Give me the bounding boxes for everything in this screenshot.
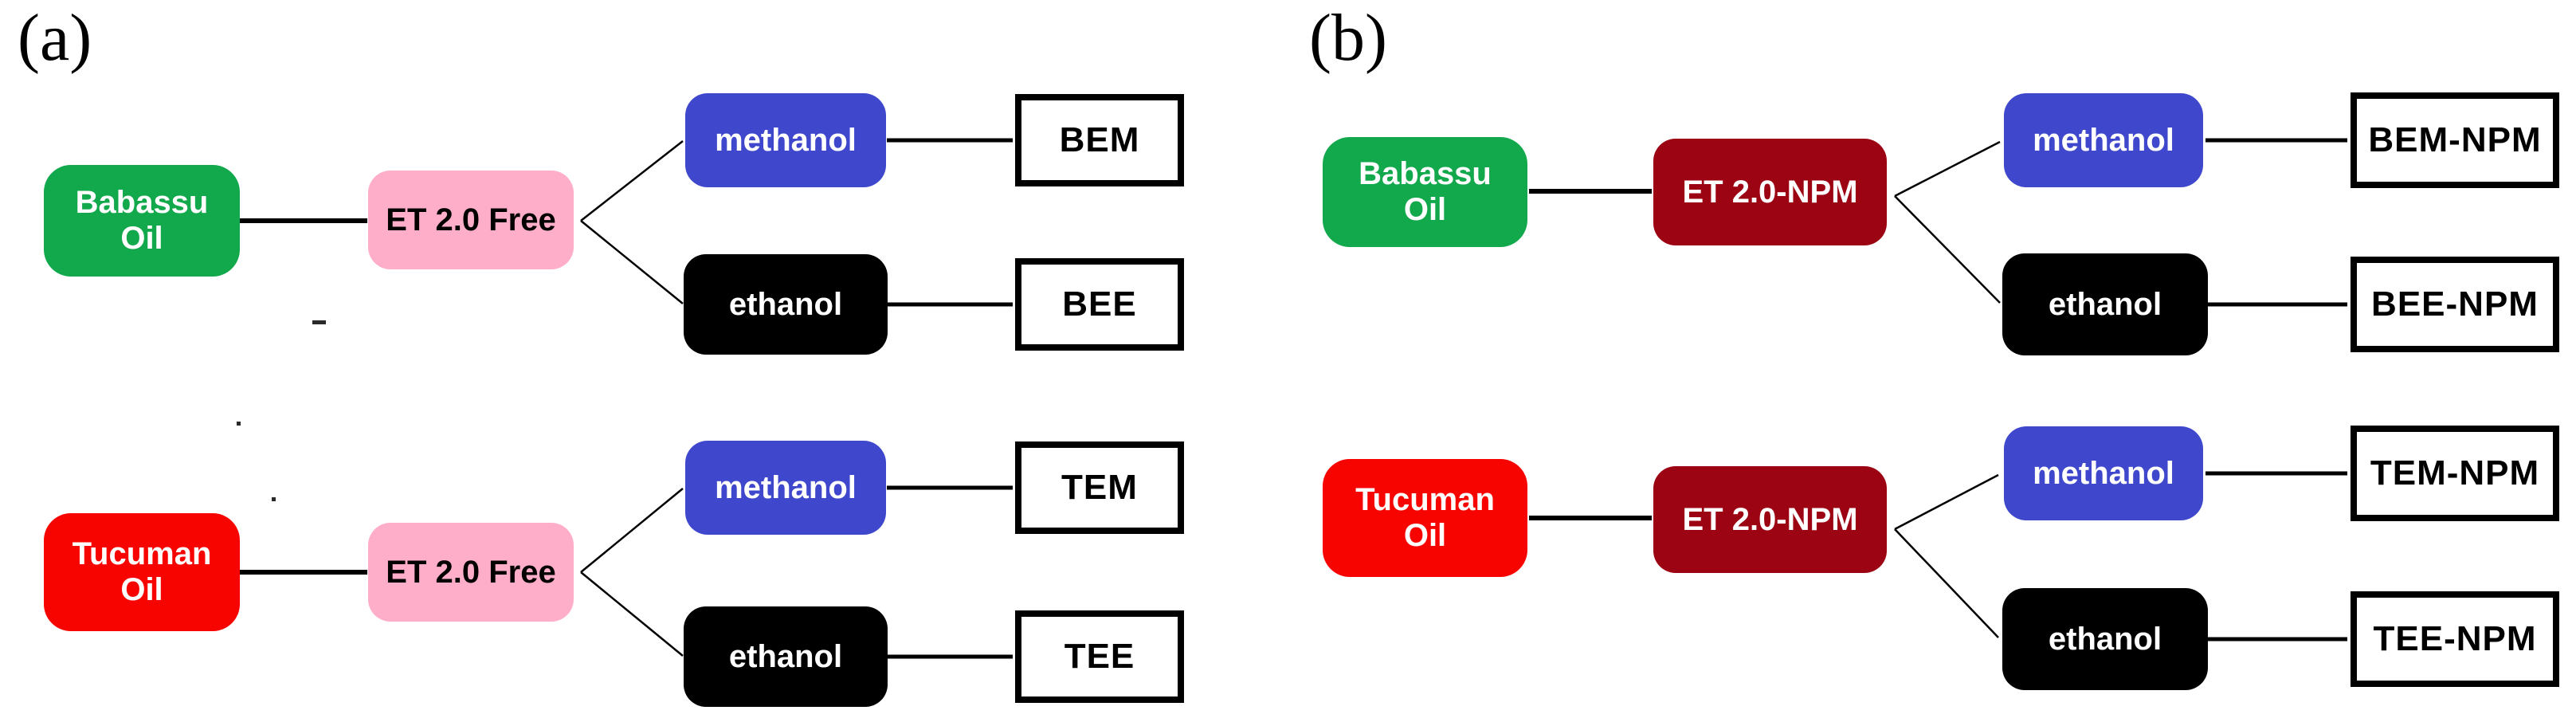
oil-label-line2: Oil — [1403, 518, 1447, 553]
product-label: BEM-NPM — [2368, 120, 2542, 160]
alcohol-label: methanol — [2033, 122, 2174, 158]
catalyst-box-et20npm-b-top: ET 2.0-NPM — [1653, 139, 1887, 245]
oil-label-line2: Oil — [1403, 192, 1447, 227]
alcohol-label: methanol — [2033, 455, 2174, 491]
alcohol-label: ethanol — [2048, 621, 2162, 657]
product-label: TEM — [1061, 468, 1138, 508]
branch-b-bottom-methanol — [1894, 473, 1999, 531]
branch-a-top-methanol — [580, 140, 684, 222]
alcohol-label: ethanol — [728, 638, 843, 674]
oil-label-line2: Oil — [120, 221, 163, 256]
branch-b-bottom-ethanol — [1894, 528, 1999, 638]
alcohol-label: ethanol — [2048, 286, 2162, 322]
stray-mark-dot — [272, 497, 276, 501]
product-box-bee-npm: BEE-NPM — [2351, 257, 2559, 352]
alcohol-box-methanol-a-top: methanol — [685, 93, 886, 187]
alcohol-box-ethanol-b-top: ethanol — [2002, 253, 2208, 355]
oil-box-babassu-b: Babassu Oil — [1323, 137, 1527, 247]
alcohol-label: methanol — [715, 469, 857, 505]
alcohol-box-methanol-b-top: methanol — [2004, 93, 2203, 187]
catalyst-box-et20npm-b-bottom: ET 2.0-NPM — [1653, 466, 1887, 573]
alcohol-label: ethanol — [728, 286, 843, 322]
alcohol-label: methanol — [715, 122, 857, 158]
stray-mark-dot — [237, 422, 241, 426]
oil-box-tucuman-a: Tucuman Oil — [44, 513, 240, 631]
catalyst-box-et20free-a-top: ET 2.0 Free — [368, 171, 574, 269]
product-box-tee: TEE — [1015, 610, 1184, 703]
oil-label-line1: Babassu — [75, 185, 209, 221]
branch-a-top-ethanol — [580, 220, 684, 304]
alcohol-box-ethanol-b-bottom: ethanol — [2002, 588, 2208, 690]
product-label: BEM — [1059, 120, 1140, 160]
panel-a-label: (a) — [18, 1, 92, 75]
catalyst-label: ET 2.0 Free — [386, 202, 556, 237]
catalyst-box-et20free-a-bottom: ET 2.0 Free — [368, 523, 574, 622]
branch-a-bottom-methanol — [580, 488, 684, 573]
oil-label-line1: Babassu — [1359, 156, 1492, 192]
alcohol-box-methanol-a-bottom: methanol — [685, 441, 886, 535]
oil-label-line2: Oil — [120, 572, 163, 607]
product-box-bee: BEE — [1015, 258, 1184, 351]
product-label: TEE-NPM — [2373, 619, 2537, 659]
branch-b-top-ethanol — [1894, 195, 2001, 304]
oil-box-tucuman-b: Tucuman Oil — [1323, 459, 1527, 577]
branch-b-top-methanol — [1894, 140, 2001, 198]
product-box-tem: TEM — [1015, 441, 1184, 534]
product-box-tee-npm: TEE-NPM — [2351, 591, 2559, 687]
oil-box-babassu-a: Babassu Oil — [44, 165, 240, 277]
alcohol-box-ethanol-a-bottom: ethanol — [684, 606, 888, 707]
product-label: TEM-NPM — [2370, 453, 2540, 493]
catalyst-label: ET 2.0 Free — [386, 554, 556, 590]
product-box-bem: BEM — [1015, 94, 1184, 186]
product-label: BEE — [1062, 284, 1137, 324]
stray-mark-dash — [312, 320, 326, 324]
catalyst-label: ET 2.0-NPM — [1682, 501, 1858, 537]
alcohol-box-ethanol-a-top: ethanol — [684, 254, 888, 355]
product-box-bem-npm: BEM-NPM — [2351, 92, 2559, 188]
alcohol-box-methanol-b-bottom: methanol — [2004, 426, 2203, 520]
catalyst-label: ET 2.0-NPM — [1682, 174, 1858, 210]
oil-label-line1: Tucuman — [72, 536, 212, 572]
product-box-tem-npm: TEM-NPM — [2351, 426, 2559, 521]
branch-a-bottom-ethanol — [580, 571, 684, 657]
panel-b-label: (b) — [1309, 1, 1387, 75]
product-label: TEE — [1064, 637, 1135, 677]
oil-label-line1: Tucuman — [1355, 482, 1495, 518]
product-label: BEE-NPM — [2371, 284, 2539, 324]
